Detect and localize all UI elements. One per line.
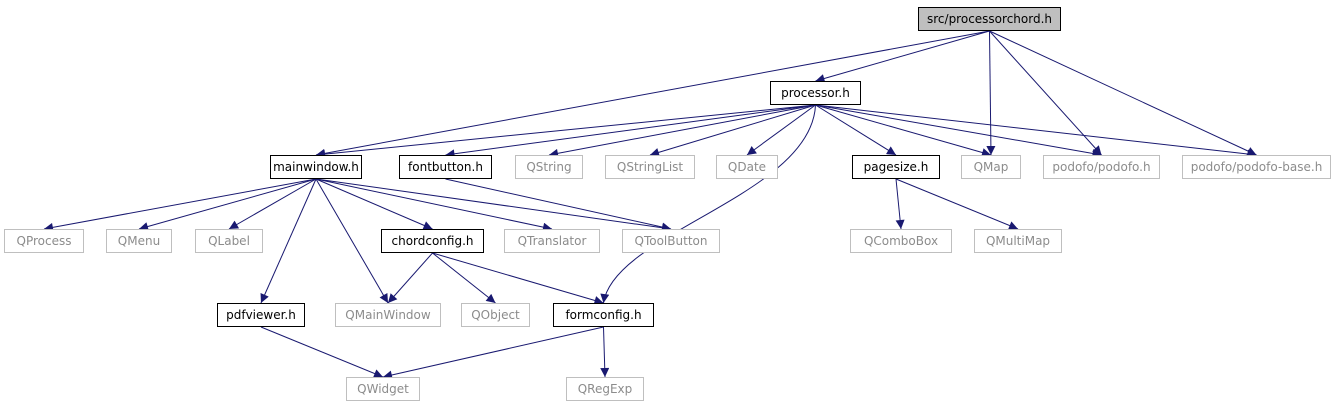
edge-processor-h-to-qstringlist [649, 104, 816, 157]
node-qstring: QString [515, 155, 583, 179]
node-label: QToolButton [634, 234, 708, 248]
node-label: src/processorchord.h [927, 12, 1052, 26]
node-label: QMap [973, 160, 1009, 174]
node-qtranslator: QTranslator [504, 229, 600, 253]
node-label: QString [526, 160, 572, 174]
node-label: chordconfig.h [391, 234, 474, 248]
node-processorchord-h: src/processorchord.h [918, 7, 1061, 31]
node-qdate: QDate [716, 155, 778, 179]
edge-processor-h-to-podofo-h [815, 104, 1102, 158]
node-pagesize-h[interactable]: pagesize.h [852, 155, 940, 179]
node-label: fontbutton.h [408, 160, 483, 174]
node-chordconfig-h[interactable]: chordconfig.h [381, 229, 484, 253]
node-label: mainwindow.h [273, 160, 359, 174]
edge-pagesize-h-to-qmultimap [895, 178, 1019, 230]
node-label: QRegExp [577, 382, 633, 396]
edge-processor-h-to-formconfig-h [600, 104, 816, 304]
node-label: podofo/podofo.h [1052, 160, 1151, 174]
node-qmultimap: QMultiMap [974, 229, 1062, 253]
edge-mainwindow-h-to-qtranslator [315, 178, 553, 232]
node-label: QWidget [357, 382, 409, 396]
node-label: QTranslator [517, 234, 587, 248]
edge-chordconfig-h-to-qobject [432, 252, 496, 304]
edge-processor-h-to-mainwindow-h [315, 104, 816, 159]
edge-processorchord-h-to-mainwindow-h [315, 30, 990, 158]
edge-mainwindow-h-to-pdfviewer-h [260, 178, 317, 304]
node-label: pdfviewer.h [226, 308, 296, 322]
edge-pagesize-h-to-qcombobox [895, 178, 905, 230]
node-label: QObject [471, 308, 520, 322]
node-label: pagesize.h [863, 160, 929, 174]
node-qprocess: QProcess [4, 229, 84, 253]
edge-processor-h-to-pagesize-h [815, 104, 897, 156]
edge-processorchord-h-to-qmap [986, 30, 996, 156]
edge-mainwindow-h-to-qlabel [228, 178, 317, 230]
edge-mainwindow-h-to-qmainwindow [315, 178, 389, 304]
node-qcombobox: QComboBox [850, 229, 952, 253]
node-podofo-base-h: podofo/podofo-base.h [1182, 155, 1331, 179]
edge-processor-h-to-qstring [548, 104, 816, 158]
edge-mainwindow-h-to-qmenu [138, 178, 317, 231]
edge-processor-h-to-qmap [815, 104, 992, 157]
edge-mainwindow-h-to-chordconfig-h [315, 178, 433, 230]
node-qmap: QMap [961, 155, 1021, 179]
node-label: podofo/podofo-base.h [1190, 160, 1323, 174]
node-label: formconfig.h [565, 308, 642, 322]
node-label: QStringList [616, 160, 684, 174]
node-qregexp: QRegExp [566, 377, 644, 401]
edge-processorchord-h-to-podofo-h [989, 30, 1102, 156]
node-label: QDate [727, 160, 767, 174]
edge-chordconfig-h-to-qmainwindow [387, 252, 433, 304]
edge-mainwindow-h-to-qprocess [43, 178, 317, 232]
node-qobject: QObject [461, 303, 530, 327]
node-label: QLabel [208, 234, 250, 248]
node-processor-h[interactable]: processor.h [770, 81, 861, 105]
node-label: QMultiMap [985, 234, 1051, 248]
node-label: QComboBox [863, 234, 939, 248]
node-mainwindow-h[interactable]: mainwindow.h [270, 155, 362, 179]
node-pdfviewer-h[interactable]: pdfviewer.h [217, 303, 305, 327]
edge-formconfig-h-to-qregexp [600, 326, 610, 378]
edge-processor-h-to-fontbutton-h [445, 104, 816, 159]
edge-formconfig-h-to-qwidget [382, 326, 604, 380]
node-label: QProcess [16, 234, 72, 248]
node-qmainwindow: QMainWindow [335, 303, 441, 327]
node-label: QMainWindow [345, 308, 431, 322]
node-qwidget: QWidget [346, 377, 420, 401]
edge-mainwindow-h-to-qtoolbutton [315, 178, 672, 233]
node-label: processor.h [781, 86, 850, 100]
node-label: QMenu [117, 234, 161, 248]
edge-fontbutton-h-to-qtoolbutton [445, 178, 672, 232]
node-fontbutton-h[interactable]: fontbutton.h [399, 155, 492, 179]
node-qmenu: QMenu [106, 229, 172, 253]
node-qstringlist: QStringList [605, 155, 695, 179]
node-qlabel: QLabel [195, 229, 263, 253]
edge-pdfviewer-h-to-qwidget [260, 326, 384, 378]
node-qtoolbutton: QToolButton [622, 229, 720, 253]
node-podofo-h: podofo/podofo.h [1043, 155, 1160, 179]
edge-processor-h-to-qdate [746, 104, 816, 156]
edge-chordconfig-h-to-formconfig-h [432, 252, 604, 305]
node-formconfig-h[interactable]: formconfig.h [553, 303, 654, 327]
edge-processorchord-h-to-podofo-base-h [989, 30, 1257, 156]
edge-processor-h-to-podofo-base-h [815, 104, 1257, 159]
edge-processorchord-h-to-processor-h [815, 30, 990, 83]
